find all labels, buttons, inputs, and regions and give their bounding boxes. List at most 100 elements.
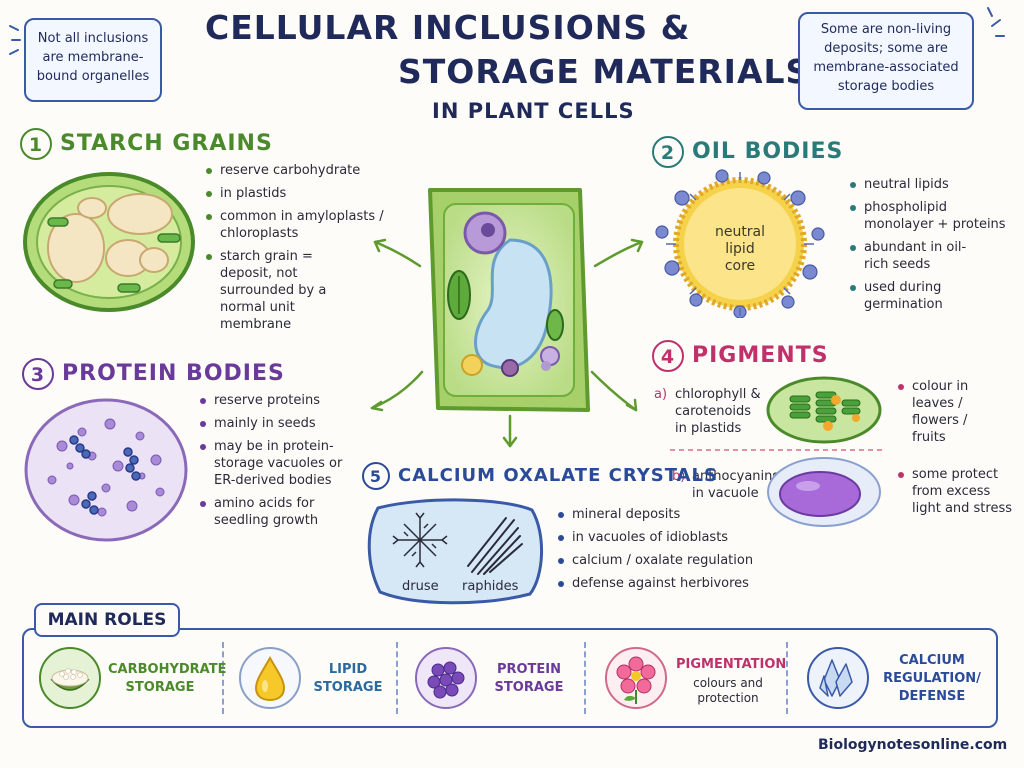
bullet-item: in plastids	[204, 185, 384, 202]
bullet-item: abundant in oil-rich seeds	[848, 239, 974, 273]
rice-bowl-icon	[39, 647, 101, 709]
bullet-item: used during germination	[848, 279, 974, 313]
role-sub-line: protection	[697, 691, 759, 705]
core-label-line: core	[724, 258, 756, 274]
pigments-illustration	[670, 376, 886, 527]
section-number: 3	[22, 358, 54, 390]
pigment-b-text: anthocyanins in vacuole	[692, 468, 779, 502]
raphides-label: raphides	[462, 579, 519, 594]
section-title-calcium: 5 CALCIUM OXALATE CRYSTALS	[362, 462, 718, 490]
role-line: CALCIUM	[899, 653, 965, 668]
note-right-line: deposits; some are	[824, 41, 948, 56]
page-title-line1: CELLULAR INCLUSIONS &	[205, 8, 691, 47]
section-title-pigments: 4 PIGMENTS	[652, 340, 829, 372]
bullet-item: common in amyloplasts / chloroplasts	[204, 208, 388, 242]
flower-icon	[605, 647, 667, 709]
note-left-line: bound organelles	[36, 69, 150, 84]
pigment-a-line: chlorophyll &	[675, 387, 761, 402]
note-right-line: membrane-associated	[813, 60, 959, 75]
role-divider	[396, 642, 398, 714]
role-divider	[222, 642, 224, 714]
druse-label: druse	[402, 579, 439, 594]
section-number: 1	[20, 128, 52, 160]
role-label-lipid: LIPID STORAGE	[306, 661, 390, 697]
role-line: STORAGE	[494, 680, 564, 695]
role-divider	[584, 642, 586, 714]
role-line: LIPID	[328, 662, 368, 677]
oil-body-illustration	[655, 169, 825, 318]
bullet-item: reserve proteins	[198, 392, 358, 409]
section-title-text: STARCH GRAINS	[60, 131, 273, 156]
role-label-pigmentation: PIGMENTATION	[676, 656, 787, 674]
core-label-line: lipid	[725, 241, 755, 257]
role-label-carbohydrate: CARBOHYDRATE STORAGE	[108, 661, 227, 697]
bullet-item: may be in protein-storage vacuoles or ER…	[198, 438, 362, 489]
page-subtitle: IN PLANT CELLS	[432, 99, 635, 123]
bullet-item: in vacuoles of idioblasts	[556, 529, 766, 546]
footer-website: Biologynotesonline.com	[818, 737, 1008, 753]
role-line: STORAGE	[125, 680, 195, 695]
pigment-a-label: a)	[654, 387, 668, 402]
section-title-oil: 2 OIL BODIES	[652, 136, 843, 168]
starch-grains-illustration	[23, 172, 195, 312]
section-title-text: CALCIUM OXALATE CRYSTALS	[398, 465, 718, 486]
section-number: 2	[652, 136, 684, 168]
calcium-crystal-illustration	[367, 498, 543, 605]
oil-bullets: neutral lipids phospholipid monolayer + …	[848, 176, 1008, 319]
role-line: DEFENSE	[898, 689, 966, 704]
pigment-a-text: chlorophyll & carotenoids in plastids	[675, 386, 761, 437]
note-left: Not all inclusions are membrane- bound o…	[24, 18, 162, 102]
role-line: STORAGE	[313, 680, 383, 695]
calcium-bullets: mineral deposits in vacuoles of idioblas…	[556, 506, 766, 598]
bullet-item: calcium / oxalate regulation	[556, 552, 766, 569]
bullet-item: mainly in seeds	[198, 415, 358, 432]
pigment-b-label: b)	[672, 469, 686, 484]
pigment-a-line: carotenoids	[675, 404, 752, 419]
crystal-icon	[807, 647, 869, 709]
oil-core-label: neutral lipid core	[700, 224, 780, 275]
role-divider	[786, 642, 788, 714]
role-label-calcium: CALCIUM REGULATION/ DEFENSE	[876, 652, 988, 706]
note-right-line: storage bodies	[837, 79, 935, 94]
pigment-a-line: in plastids	[675, 421, 742, 436]
note-left-line: Not all inclusions	[37, 31, 149, 46]
bullet-item: reserve carbohydrate	[204, 162, 384, 179]
section-number: 5	[362, 462, 390, 490]
pigment-b-line: in vacuole	[692, 486, 759, 501]
main-roles-label: MAIN ROLES	[34, 603, 180, 637]
bullet-item: neutral lipids	[848, 176, 1008, 193]
role-sub-line: colours and	[693, 676, 763, 690]
note-right: Some are non-living deposits; some are m…	[798, 12, 974, 110]
protein-cluster-icon	[415, 647, 477, 709]
bullet-item: colour in leaves / flowers / fruits	[896, 378, 998, 446]
role-sub-pigmentation: colours and protection	[676, 676, 780, 706]
oil-drop-icon	[239, 647, 301, 709]
section-number: 4	[652, 340, 684, 372]
main-roles-panel	[22, 628, 998, 728]
section-title-text: PROTEIN BODIES	[62, 361, 285, 386]
role-line: PIGMENTATION	[676, 657, 787, 672]
bullet-item: starch grain = deposit, not surrounded b…	[204, 248, 338, 333]
section-title-starch: 1 STARCH GRAINS	[20, 128, 273, 160]
role-line: CARBOHYDRATE	[108, 662, 227, 677]
core-label-line: neutral	[714, 224, 766, 240]
protein-body-illustration	[24, 398, 188, 542]
note-left-line: are membrane-	[42, 50, 144, 65]
role-line: REGULATION/	[883, 671, 981, 686]
starch-bullets: reserve carbohydrate in plastids common …	[204, 162, 384, 339]
pigment-b-line: anthocyanins	[692, 469, 780, 484]
plant-cell-illustration	[370, 188, 644, 448]
section-title-text: PIGMENTS	[692, 343, 829, 368]
role-label-protein: PROTEIN STORAGE	[484, 661, 574, 697]
role-line: PROTEIN	[496, 662, 562, 677]
page-title-line2: STORAGE MATERIALS	[398, 52, 811, 91]
section-title-protein: 3 PROTEIN BODIES	[22, 358, 285, 390]
bullet-item: some protect from excess light and stres…	[896, 466, 1014, 517]
bullet-item: phospholipid monolayer + proteins	[848, 199, 1008, 233]
bullet-item: defense against herbivores	[556, 575, 766, 592]
sparkle-decorations	[9, 7, 1005, 55]
protein-bullets: reserve proteins mainly in seeds may be …	[198, 392, 358, 535]
pigment-bullets: colour in leaves / flowers / fruits some…	[896, 378, 1014, 523]
section-title-text: OIL BODIES	[692, 139, 844, 164]
bullet-item: mineral deposits	[556, 506, 766, 523]
